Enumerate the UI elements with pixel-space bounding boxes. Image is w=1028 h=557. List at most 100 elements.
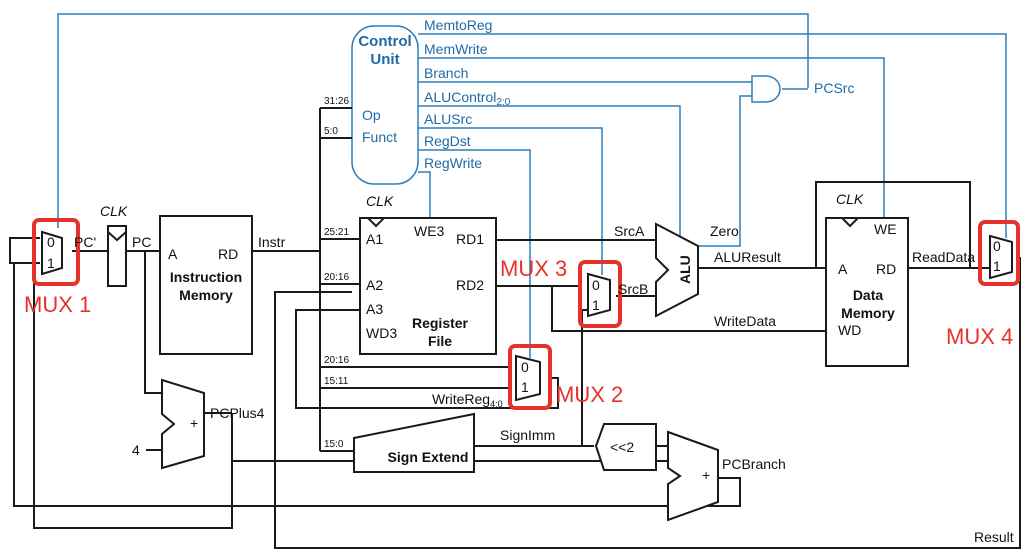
svg-text:WE: WE (874, 221, 897, 237)
svg-text:4: 4 (132, 442, 140, 458)
zero-wire (698, 95, 752, 247)
register-file (359, 217, 497, 355)
alucontrol-label: ALUControl2:0 (424, 89, 511, 108)
svg-text:1: 1 (592, 297, 600, 313)
data-memory (825, 217, 909, 367)
mux1-label: MUX 1 (24, 292, 91, 317)
pc-label: PC (132, 234, 151, 250)
writedata-wire (551, 286, 826, 332)
svg-text:A: A (168, 246, 178, 262)
pcbranch-label: PCBranch (722, 456, 786, 472)
regdst-label: RegDst (424, 133, 471, 149)
svg-text:WD: WD (838, 322, 861, 338)
readdata-label: ReadData (912, 249, 975, 265)
control-unit-title-2: Unit (370, 51, 399, 68)
pc-clk-label: CLK (100, 203, 128, 219)
sign-extend (353, 412, 475, 473)
svg-text:31:26: 31:26 (324, 96, 349, 107)
svg-text:A2: A2 (366, 277, 383, 293)
mux2-label: MUX 2 (556, 382, 623, 407)
pc-to-adder-wire (144, 251, 162, 394)
control-wires (57, 13, 1007, 358)
svg-text:WE3: WE3 (414, 223, 445, 239)
svg-text:20:16: 20:16 (324, 272, 349, 283)
alusrc-label: ALUSrc (424, 111, 472, 127)
signimm-label: SignImm (500, 427, 555, 443)
svg-text:20:16: 20:16 (324, 355, 349, 366)
mux3-highlight (578, 260, 622, 328)
writereg-wire (295, 309, 559, 409)
svg-text:A1: A1 (366, 231, 383, 247)
pcplus4-adder (161, 378, 205, 470)
svg-text:File: File (428, 333, 452, 349)
memwrite-label: MemWrite (424, 41, 488, 57)
zero-label: Zero (710, 223, 739, 239)
svg-text:Sign Extend: Sign Extend (388, 449, 469, 465)
svg-text:RD2: RD2 (456, 277, 484, 293)
control-op-label: Op (362, 107, 381, 123)
svg-text:Instruction: Instruction (170, 269, 242, 285)
svg-text:0: 0 (521, 359, 529, 375)
mux2-shape (515, 354, 541, 402)
writereg-label: WriteReg4:0 (432, 391, 503, 409)
svg-text:A: A (838, 261, 848, 277)
srcb-label: SrcB (618, 281, 648, 297)
svg-text:RD: RD (218, 246, 238, 262)
pc-register (107, 225, 127, 287)
pcsrc-wire (57, 13, 809, 228)
svg-text:A3: A3 (366, 301, 383, 317)
svg-text:Data: Data (853, 287, 884, 303)
svg-text:+: + (190, 415, 198, 431)
mux1-highlight (32, 218, 80, 286)
alucontrol-wire (418, 105, 681, 250)
pcplus4-to-branch-adder (231, 413, 668, 462)
svg-text:1: 1 (521, 379, 529, 395)
mux1-shape (41, 230, 63, 276)
svg-text:0: 0 (993, 238, 1001, 254)
svg-text:15:0: 15:0 (324, 439, 344, 450)
svg-text:0: 0 (592, 277, 600, 293)
control-unit (351, 25, 419, 185)
alu (655, 222, 699, 318)
pcbranch-to-mux1 (13, 262, 741, 507)
memwrite-wire (418, 57, 885, 220)
dm-clk-label: CLK (836, 191, 864, 207)
instr-label: Instr (258, 234, 286, 250)
writedata-label: WriteData (714, 313, 776, 329)
control-funct-label: Funct (362, 129, 397, 145)
regdst-wire (418, 149, 531, 358)
svg-text:1: 1 (47, 255, 55, 271)
mux4-shape (989, 234, 1013, 280)
mux2-highlight (508, 344, 552, 410)
svg-text:Memory: Memory (179, 287, 233, 303)
svg-text:1: 1 (993, 258, 1001, 274)
branch-adder (667, 430, 719, 522)
svg-text:WD3: WD3 (366, 325, 397, 341)
svg-text:+: + (702, 467, 710, 483)
svg-text:Register: Register (412, 315, 469, 331)
mux4-highlight (978, 220, 1020, 286)
regwrite-label: RegWrite (424, 155, 482, 171)
svg-text:5:0: 5:0 (324, 126, 338, 137)
pcsrc-label: PCSrc (814, 80, 854, 96)
control-unit-title-1: Control (358, 33, 411, 50)
svg-text:15:11: 15:11 (324, 376, 349, 387)
srca-label: SrcA (614, 223, 645, 239)
pcplus4-label: PCPlus4 (210, 405, 265, 421)
memtoreg-label: MemtoReg (424, 17, 492, 33)
instruction-memory (159, 215, 253, 355)
alusrc-wire (418, 127, 603, 275)
mux3-shape (587, 272, 611, 318)
svg-text:ALU: ALU (677, 255, 693, 284)
svg-text:0: 0 (47, 234, 55, 250)
svg-text:<<2: <<2 (610, 439, 634, 455)
mux4-label: MUX 4 (946, 324, 1013, 349)
and-gate (751, 75, 781, 103)
result-label: Result (974, 529, 1014, 545)
regwrite-wire (418, 171, 431, 222)
rf-clk-label: CLK (366, 193, 394, 209)
shift-left-2 (594, 423, 657, 471)
aluresult-label: ALUResult (714, 249, 781, 265)
branch-label: Branch (424, 65, 468, 81)
